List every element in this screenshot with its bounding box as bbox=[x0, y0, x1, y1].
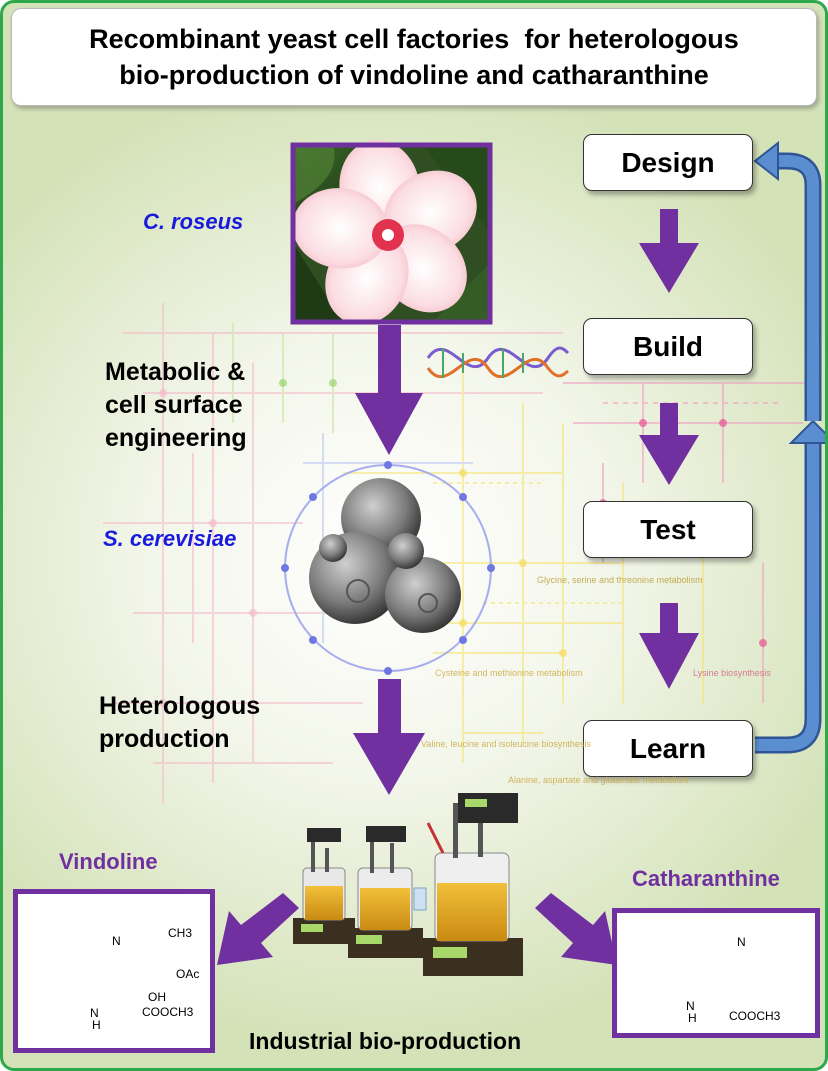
yeast-cell-image bbox=[309, 478, 461, 633]
vindoline-ch3: CH3 bbox=[168, 926, 193, 940]
title-line-2: bio-production of vindoline and catharan… bbox=[119, 60, 709, 90]
engineering-line-3: engineering bbox=[105, 424, 247, 452]
vindoline-oh: OH bbox=[148, 990, 166, 1004]
vindoline-title: Vindoline bbox=[59, 849, 158, 874]
map-label-3: Valine, leucine and isoleucine biosynthe… bbox=[421, 739, 591, 749]
process-arrows bbox=[217, 209, 699, 965]
build-box: Build bbox=[583, 318, 753, 375]
catharanthine-title: Catharanthine bbox=[632, 866, 780, 891]
map-label-1: Glycine, serine and threonine metabolism bbox=[537, 575, 703, 585]
title-line-1: Recombinant yeast cell factories for het… bbox=[89, 24, 739, 54]
engineering-label: Metabolic & cell surface engineering bbox=[105, 356, 247, 455]
map-label-4: Alanine, aspartate and glutamate metabol… bbox=[508, 775, 689, 785]
engineering-line-1: Metabolic & bbox=[105, 358, 246, 386]
tca-cycle-nodes bbox=[281, 461, 495, 675]
yeast-species-label: S. cerevisiae bbox=[103, 526, 237, 551]
cycle-feedback-arrow bbox=[753, 140, 825, 754]
catharanthine-nh: N bbox=[686, 999, 695, 1013]
learn-box: Learn bbox=[583, 720, 753, 777]
plant-species-label: C. roseus bbox=[143, 209, 244, 234]
heterologous-label: Heterologous production bbox=[99, 690, 260, 756]
diagram-graphics bbox=[44, 139, 825, 1006]
engineering-line-2: cell surface bbox=[105, 391, 243, 419]
catharanthine-cooch3: COOCH3 bbox=[729, 1009, 781, 1023]
title-box: Recombinant yeast cell factories for het… bbox=[11, 8, 817, 106]
heterologous-line-1: Heterologous bbox=[99, 692, 261, 720]
heterologous-line-2: production bbox=[99, 725, 230, 753]
flower-photo bbox=[290, 139, 493, 325]
catharanthine-n: N bbox=[737, 935, 746, 949]
catharanthine-h: H bbox=[688, 1011, 697, 1025]
vindoline-nh: N bbox=[90, 1006, 99, 1020]
map-label-5: Lysine biosynthesis bbox=[693, 668, 771, 678]
dna-helix-icon bbox=[426, 346, 570, 378]
vindoline-n: N bbox=[112, 934, 121, 948]
vindoline-cooch3: COOCH3 bbox=[142, 1005, 194, 1019]
design-box: Design bbox=[583, 134, 753, 191]
map-label-2: Cysteine and methionine metabolism bbox=[435, 668, 583, 678]
vindoline-h: H bbox=[92, 1018, 101, 1032]
bioreactor-image bbox=[293, 793, 523, 976]
industrial-label: Industrial bio-production bbox=[249, 1028, 522, 1054]
test-box: Test bbox=[583, 501, 753, 558]
catharanthine-frame: N N H COOCH3 bbox=[612, 908, 820, 1038]
vindoline-oac: OAc bbox=[176, 967, 200, 981]
metabolic-map-nodes bbox=[159, 379, 767, 707]
vindoline-frame: CH3 OAc OH COOCH3 N N H bbox=[13, 889, 215, 1053]
